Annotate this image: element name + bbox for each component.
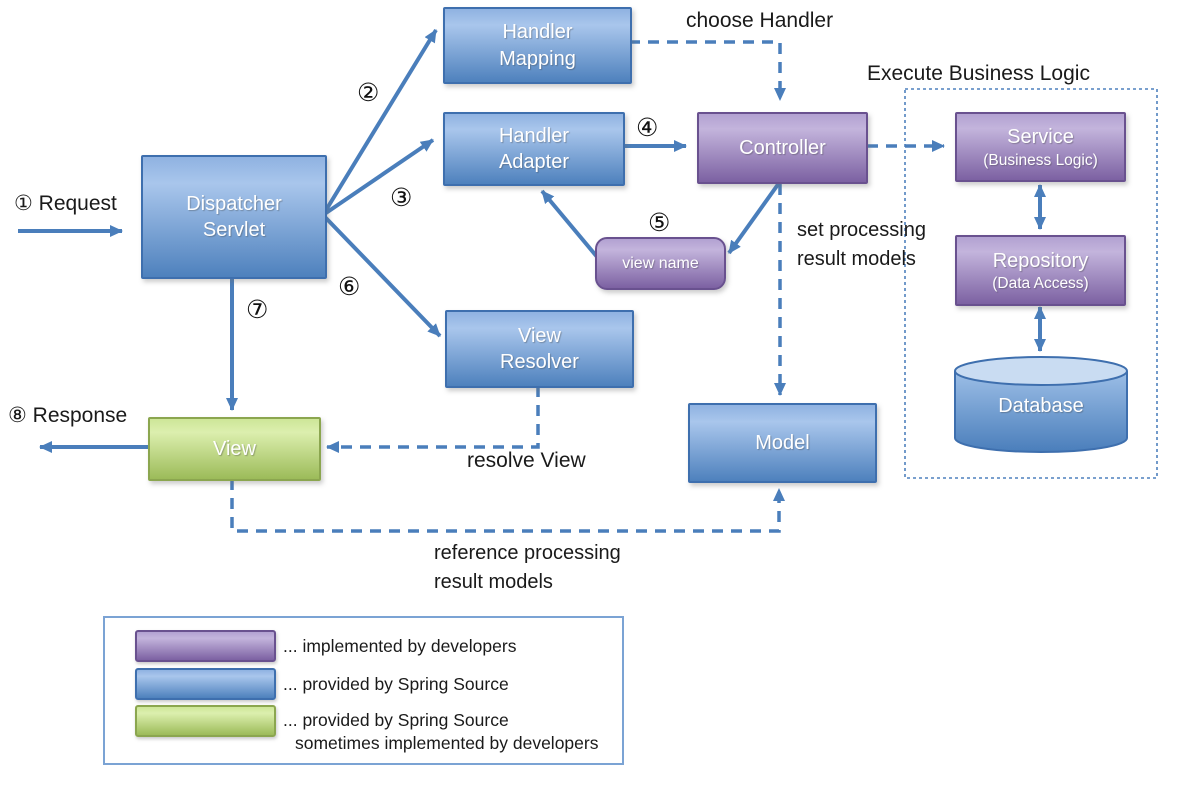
node-label: Handler [498,124,570,147]
node-label: Service [1007,126,1074,149]
reference-processing-label: reference processing result models [434,539,621,597]
node-label: Dispatcher [186,192,282,215]
choose-handler-label: choose Handler [686,9,834,32]
node-label: Repository [992,249,1089,272]
node-controller: Controller [697,112,868,184]
node-database-label: Database [998,395,1084,417]
node-view-resolver: View Resolver [445,310,634,388]
legend-swatch-purple [135,630,276,662]
node-dispatcher-servlet: Dispatcher Servlet [141,155,327,279]
reference-processing-line1: reference processing [434,542,621,564]
request-label: ① Request [14,192,117,215]
database-cylinder-top [954,356,1128,386]
set-processing-line2: result models [797,248,916,270]
node-label: Servlet [202,219,266,241]
set-processing-line1: set processing [797,219,926,241]
legend-label-purple: ... implemented by developers [283,636,517,656]
reference-processing-line2: result models [434,571,553,593]
node-label: View [518,324,561,347]
arrow-step3-to-handler-adapter [321,138,435,217]
node-label: View [213,437,256,460]
execute-business-logic-frame [904,88,1158,479]
node-sublabel: (Data Access) [992,275,1089,293]
node-label: Handler [502,21,573,44]
arrow-controller-to-view-name [727,181,781,255]
legend-label-blue: ... provided by Spring Source [283,674,509,694]
arrow-step2-to-handler-mapping [321,28,438,217]
node-label: Controller [739,136,826,159]
node-repository: Repository (Data Access) [955,235,1126,306]
step-3-badge: ③ [390,184,413,212]
node-model: Model [688,403,877,483]
node-label: Mapping [499,47,576,70]
node-view-name: view name [595,237,726,290]
legend-swatch-blue [135,668,276,700]
legend-label-green: ... provided by Spring Source [283,710,509,730]
legend-swatch-green [135,705,276,737]
step-6-badge: ⑥ [338,273,361,301]
node-label: Adapter [498,151,570,173]
step-4-badge: ④ [636,114,659,142]
node-view: View [148,417,321,481]
node-label: Model [755,431,810,454]
node-handler-adapter: Handler Adapter [443,112,625,186]
node-handler-mapping: Handler Mapping [443,7,632,84]
legend-label-green-line2: sometimes implemented by developers [295,733,599,753]
node-label: Resolver [500,351,579,373]
dashed-arrow-choose-handler [629,40,786,101]
node-label: view name [622,254,699,272]
node-sublabel: (Business Logic) [983,151,1098,169]
resolve-view-label: resolve View [467,449,586,472]
dashed-arrow-view-to-model [230,479,785,533]
step-2-badge: ② [357,79,380,107]
response-label: ⑧ Response [8,404,128,427]
set-processing-label: set processing result models [797,216,926,274]
execute-business-logic-label: Execute Business Logic [867,62,1090,85]
node-service: Service (Business Logic) [955,112,1126,182]
arrow-step6-to-view-resolver [321,213,442,338]
dashed-arrow-resolver-to-view [326,386,540,453]
step-5-badge: ⑤ [648,209,671,237]
arrow-view-name-to-adapter [540,189,600,260]
step-7-badge: ⑦ [246,296,269,324]
database-cylinder-body [954,371,1128,453]
